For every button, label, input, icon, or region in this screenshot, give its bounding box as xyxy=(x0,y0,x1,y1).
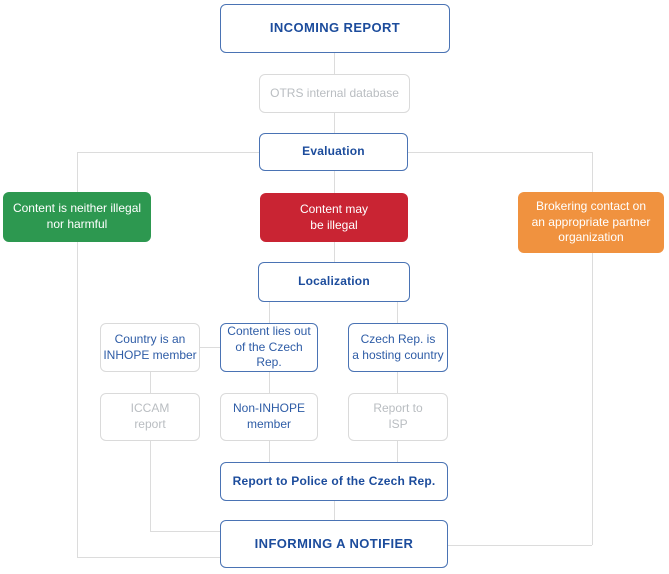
node-report-to-police: Report to Police of the Czech Rep. xyxy=(220,462,448,501)
connector-line xyxy=(150,531,220,532)
node-content-not-illegal: Content is neither illegal nor harmful xyxy=(3,192,151,242)
node-evaluation: Evaluation xyxy=(259,133,408,171)
node-czech-hosting-country: Czech Rep. is a hosting country xyxy=(348,323,448,372)
node-iccam-report: ICCAM report xyxy=(100,393,200,441)
node-report-to-isp: Report to ISP xyxy=(348,393,448,441)
node-brokering-contact: Brokering contact on an appropriate part… xyxy=(518,192,664,253)
node-incoming-report: INCOMING REPORT xyxy=(220,4,450,53)
connector-line xyxy=(334,53,335,74)
node-content-lies-out: Content lies out of the Czech Rep. xyxy=(220,323,318,372)
node-otrs-internal-database: OTRS internal database xyxy=(259,74,410,113)
node-non-inhope-member: Non-INHOPE member xyxy=(220,393,318,441)
connector-line xyxy=(77,557,220,558)
connector-line xyxy=(592,152,593,545)
connector-line xyxy=(334,501,335,520)
connector-line xyxy=(150,372,151,393)
connector-line xyxy=(150,440,151,531)
connector-line xyxy=(77,152,78,557)
connector-line xyxy=(334,242,335,262)
connector-line xyxy=(269,302,270,323)
connector-line xyxy=(269,372,270,393)
connector-line xyxy=(200,347,220,348)
node-informing-notifier: INFORMING A NOTIFIER xyxy=(220,520,448,568)
connector-line xyxy=(448,545,592,546)
node-content-may-be-illegal: Content may be illegal xyxy=(260,193,408,242)
connector-line xyxy=(397,372,398,393)
connector-line xyxy=(334,170,335,193)
connector-line xyxy=(334,113,335,133)
connector-line xyxy=(269,441,270,462)
node-country-inhope-member: Country is an INHOPE member xyxy=(100,323,200,372)
node-localization: Localization xyxy=(258,262,410,302)
connector-line xyxy=(397,302,398,323)
connector-line xyxy=(397,441,398,462)
